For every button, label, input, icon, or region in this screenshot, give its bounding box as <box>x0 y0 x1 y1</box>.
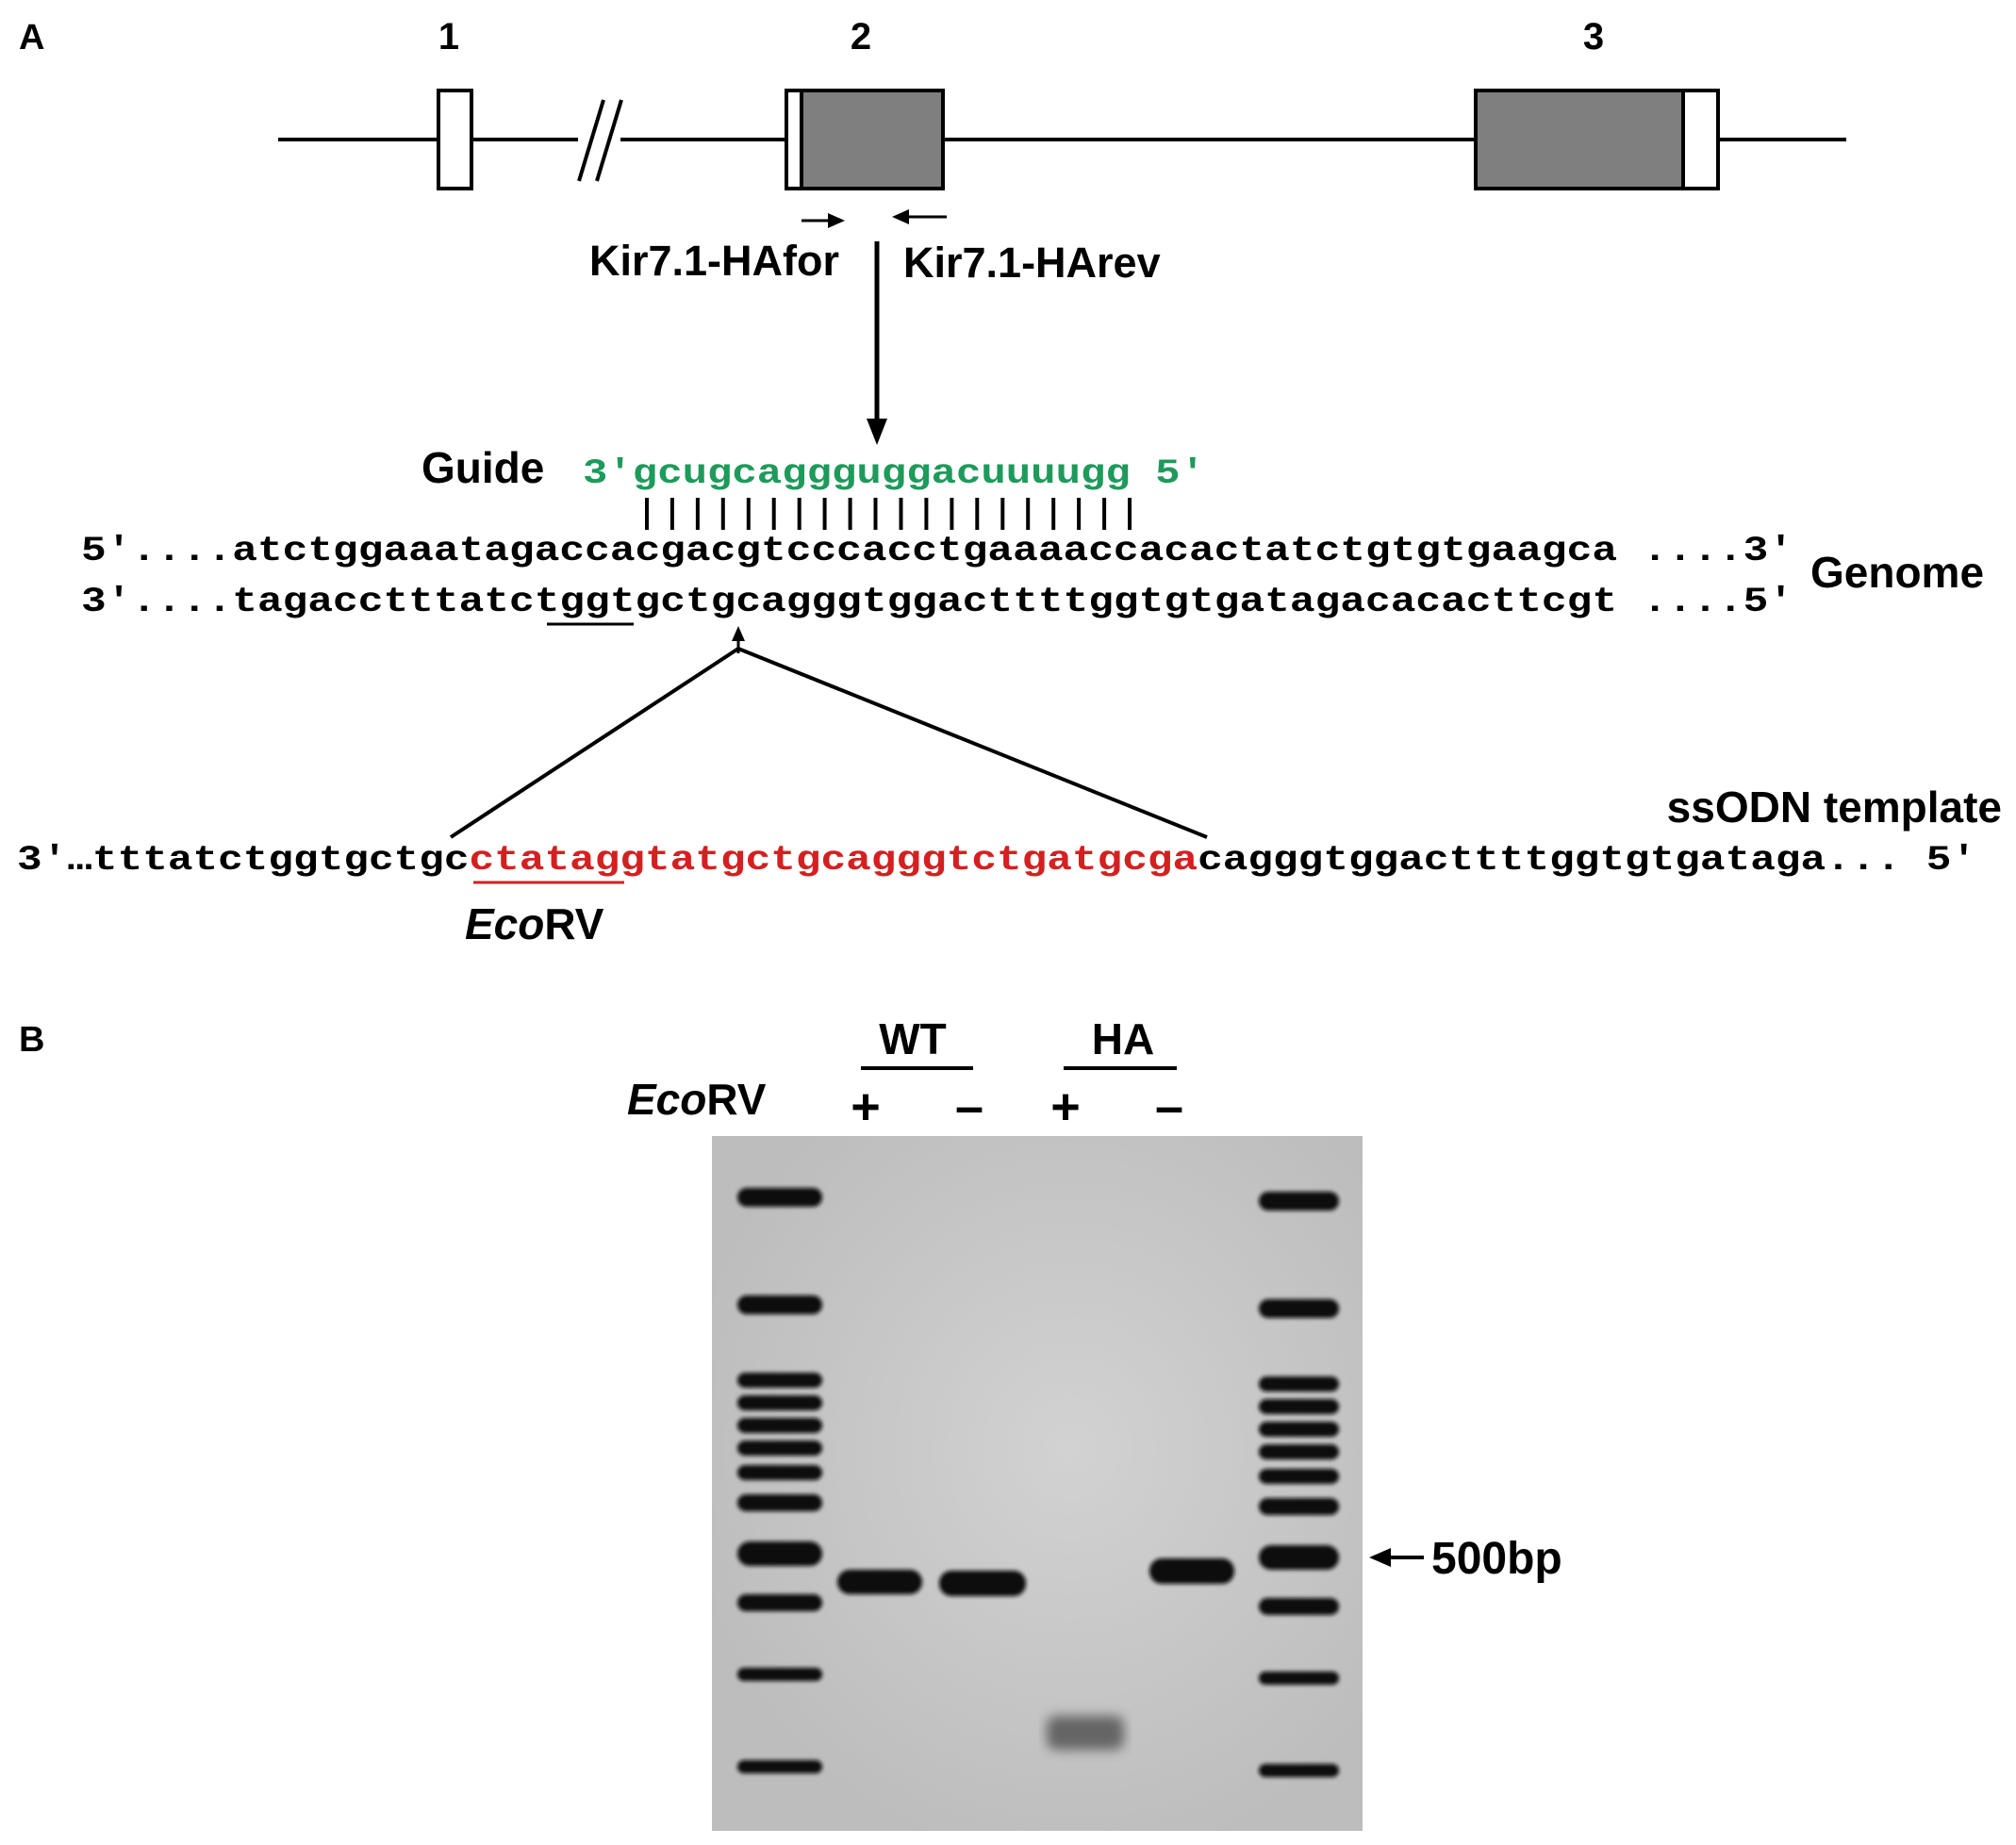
forward-primer-label: Kir7.1-HAfor <box>589 237 839 285</box>
ladder-band <box>1259 1299 1339 1318</box>
genome-label: Genome <box>1810 548 1984 597</box>
ha-group-label: HA <box>1092 1014 1154 1063</box>
ladder-band <box>737 1668 822 1681</box>
guide-5prime: 5′ <box>1131 454 1205 494</box>
band-ha-minus <box>1149 1558 1234 1584</box>
lane-sign-wt-plus: + <box>851 1079 881 1135</box>
band-ha-plus-digested <box>1047 1716 1124 1750</box>
guide-3prime: 3′ <box>583 454 633 494</box>
exon-3-box <box>1474 89 1720 190</box>
lane-sign-ha-minus: – <box>1155 1079 1183 1135</box>
genome-bottom-right: gctgcagggtggacttttggtgtgatagacacacttcgt … <box>636 583 1793 622</box>
ecorv-site-label-italic: Eco <box>465 899 544 948</box>
ladder-band <box>737 1395 822 1410</box>
pam-site: ggt <box>559 583 635 622</box>
ladder-band <box>737 1465 822 1480</box>
wt-group-label: WT <box>879 1014 947 1063</box>
ladder-band <box>1259 1469 1339 1484</box>
target-site-arrow <box>867 241 887 445</box>
lane-sign-wt-minus: – <box>955 1079 983 1135</box>
ssodn-template-label: ssODN template <box>1667 782 2002 832</box>
exon-2-box <box>785 89 945 190</box>
ladder-band <box>737 1594 822 1611</box>
panel-b-label: B <box>19 1020 44 1060</box>
exon-3-number: 3 <box>1583 16 1604 58</box>
genome-bottom-left: 3′....tagacctttatct <box>81 583 559 622</box>
ladder-band <box>737 1494 822 1511</box>
template-left-arm: 3′…tttatctggtgctgc <box>17 841 470 881</box>
marker-500bp-label: 500bp <box>1431 1534 1562 1584</box>
ladder-band <box>737 1541 822 1566</box>
ladder-band <box>1259 1444 1339 1459</box>
ecorv-site-label: EcoRV <box>465 899 604 948</box>
intron-break-symbol <box>577 99 623 182</box>
ladder-band <box>737 1441 822 1456</box>
enzyme-label-italic: Eco <box>627 1075 706 1124</box>
genome-top-strand: 5′....atctggaaatagaccacgacgtcccacctgaaaa… <box>81 532 1793 571</box>
ladder-band <box>737 1295 822 1314</box>
base-pairing-ticks <box>645 498 1132 530</box>
exon-1-number: 1 <box>438 16 459 58</box>
reverse-primer-arrow <box>892 209 947 224</box>
ladder-band <box>1259 1672 1339 1685</box>
band-wt-minus <box>939 1571 1026 1596</box>
lane-sign-ha-plus: + <box>1050 1079 1081 1135</box>
guide-rna-sequence: 3′gcugcaggguggacuuuugg 5′ <box>583 454 1205 494</box>
band-wt-plus <box>837 1570 922 1594</box>
ladder-band <box>737 1418 822 1433</box>
enzyme-label-rest: RV <box>706 1075 766 1124</box>
exon-1-box <box>437 89 473 190</box>
ladder-band <box>1259 1399 1339 1414</box>
ecorv-site-sequence: ctatagg <box>470 841 645 881</box>
ladder-band <box>1259 1192 1339 1211</box>
guide-bases: gcugcaggguggacuuuugg <box>633 454 1131 494</box>
ladder-band <box>1259 1764 1339 1777</box>
gel-image <box>712 1136 1363 1831</box>
guide-label: Guide <box>421 443 544 492</box>
ladder-band <box>1259 1598 1339 1615</box>
insertion-lines <box>449 646 1208 839</box>
ladder-band <box>1259 1376 1339 1392</box>
cut-site-arrow <box>732 626 745 653</box>
ladder-band <box>1259 1422 1339 1437</box>
template-right-arm: cagggtggacttttggtgtgataga... 5′ <box>1198 841 1976 881</box>
forward-primer-arrow <box>801 213 845 228</box>
panel-a-label: A <box>19 18 44 58</box>
ladder-band <box>1259 1498 1339 1515</box>
enzyme-row-label: EcoRV <box>627 1075 767 1124</box>
dna-ladder-right <box>1259 1192 1339 1777</box>
insert-sequence: tatgctgcagggtctgatgcga <box>645 841 1198 881</box>
ladder-band <box>737 1373 822 1388</box>
ladder-band <box>1259 1545 1339 1570</box>
ladder-band <box>737 1188 822 1207</box>
reverse-primer-label: Kir7.1-HArev <box>903 239 1161 287</box>
dna-ladder-left <box>737 1188 822 1773</box>
exon-2-number: 2 <box>851 16 871 58</box>
marker-500bp-arrow <box>1369 1548 1424 1567</box>
ecorv-site-label-rest: RV <box>544 899 603 948</box>
ladder-band <box>737 1760 822 1773</box>
